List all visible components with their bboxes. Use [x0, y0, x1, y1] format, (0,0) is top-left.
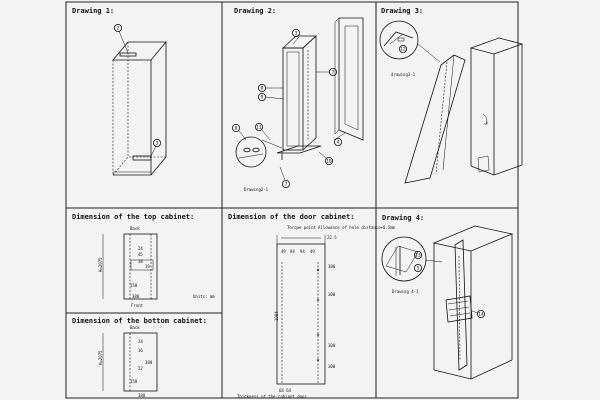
svg-text:9: 9 — [261, 95, 264, 101]
callout-6: 6 — [231, 124, 247, 141]
callout-3b: 3 — [291, 28, 300, 45]
svg-text:7: 7 — [285, 182, 288, 188]
callout-14: 14 — [471, 309, 485, 318]
svg-text:300: 300 — [328, 264, 336, 269]
callout-2: 2 — [114, 23, 129, 54]
svg-text:49: 49 — [281, 249, 286, 254]
svg-text:1984: 1984 — [274, 311, 279, 321]
svg-text:300: 300 — [328, 343, 336, 348]
svg-text:38: 38 — [138, 259, 143, 264]
svg-text:94: 94 — [300, 249, 305, 254]
svg-text:158: 158 — [130, 283, 138, 288]
callout-11: 11 — [254, 123, 271, 141]
svg-text:3: 3 — [295, 31, 298, 37]
svg-text:158: 158 — [130, 379, 138, 384]
panel-title-drawing-3: Drawing 3: — [381, 7, 423, 15]
svg-text:388: 388 — [145, 360, 153, 365]
svg-text:388: 388 — [132, 294, 140, 299]
sheet-border — [65, 1, 519, 399]
svg-text:H=2075: H=2075 — [98, 257, 103, 272]
svg-text:5: 5 — [417, 266, 420, 272]
svg-text:300: 300 — [328, 292, 336, 297]
svg-text:14: 14 — [478, 312, 484, 318]
svg-text:2: 2 — [117, 26, 120, 32]
drawing-2-detail: Drawing2-1 — [235, 136, 283, 192]
svg-text:10: 10 — [326, 159, 332, 165]
callout-10: 10 — [318, 151, 333, 165]
callout-12: 12 — [398, 45, 407, 54]
svg-text:Units: mm: Units: mm — [193, 294, 215, 299]
svg-text:7: 7 — [332, 70, 335, 76]
svg-text:16: 16 — [138, 348, 143, 353]
svg-text:24: 24 — [138, 339, 143, 344]
svg-text:13: 13 — [415, 253, 421, 259]
svg-text:300: 300 — [328, 364, 336, 369]
callout-8: 8 — [257, 84, 283, 93]
svg-text:388: 388 — [138, 393, 146, 398]
svg-text:Torque point: Torque point — [287, 225, 316, 230]
drawing-2-door — [334, 17, 364, 141]
svg-text:11: 11 — [256, 125, 262, 131]
callout-4: 4 — [333, 132, 346, 146]
svg-text:3: 3 — [156, 141, 159, 147]
panel-title-bottom-cabinet: Dimension of the bottom cabinet: — [72, 317, 207, 325]
panel-title-drawing-2: Drawing 2: — [234, 7, 276, 15]
svg-text:64 64: 64 64 — [279, 388, 292, 393]
svg-text:45: 45 — [138, 252, 143, 257]
svg-text:4: 4 — [337, 140, 340, 146]
panel-title-top-cabinet: Dimension of the top cabinet: — [72, 213, 194, 221]
drawing-4-cabinet — [432, 225, 514, 380]
callout-7b: 7 — [279, 166, 290, 188]
drawing-3-1-label: drawing3-1 — [391, 72, 416, 77]
callout-7a: 7 — [316, 68, 337, 77]
callout-9: 9 — [257, 93, 284, 102]
panel-title-door-cabinet: Dimension of the door cabinet: — [228, 213, 354, 221]
svg-text:22.5: 22.5 — [327, 235, 337, 240]
svg-text:Thickness of the cabinet door: Thickness of the cabinet door — [237, 394, 307, 399]
drawing-3-cabinet — [469, 37, 524, 176]
svg-text:Front: Front — [131, 303, 144, 308]
drawing-2-frame — [276, 35, 322, 160]
door-cabinet-dimension: Torque point Allowance of hole distance+… — [237, 225, 396, 399]
svg-text:22: 22 — [138, 366, 143, 371]
svg-text:Back: Back — [130, 226, 140, 231]
drawing-4-1-label: Drawing 4-1 — [392, 289, 419, 294]
top-cabinet-dimension: Back H=2075 24 45 38 19 158 388 Front Un… — [98, 226, 215, 308]
svg-text:94: 94 — [290, 249, 295, 254]
callout-13: 13 — [413, 250, 422, 259]
drawing-2-1-label: Drawing2-1 — [244, 187, 269, 192]
callout-3: 3 — [149, 138, 161, 159]
svg-text:12: 12 — [400, 47, 406, 53]
panel-title-drawing-1: Drawing 1: — [72, 7, 114, 15]
drawing-3-door — [404, 54, 466, 184]
svg-text:Back: Back — [130, 325, 140, 330]
bottom-cabinet-dimension: Back H=2075 24 16 388 22 158 388 — [98, 325, 158, 398]
svg-text:6: 6 — [235, 126, 238, 132]
panel-title-drawing-4: Drawing 4: — [382, 214, 424, 222]
drawing-3-detail: drawing3-1 — [379, 20, 441, 77]
svg-text:19: 19 — [145, 264, 150, 269]
svg-text:Allowance of hole distance+0.5: Allowance of hole distance+0.5mm — [318, 225, 396, 230]
drawing-1-cabinet — [112, 41, 167, 176]
callout-5: 5 — [413, 263, 422, 272]
svg-text:49: 49 — [310, 249, 315, 254]
svg-text:H=2075: H=2075 — [98, 350, 103, 365]
drawing-4-detail: Drawing 4-1 — [381, 236, 443, 294]
svg-text:8: 8 — [261, 86, 264, 92]
svg-text:24: 24 — [138, 246, 143, 251]
